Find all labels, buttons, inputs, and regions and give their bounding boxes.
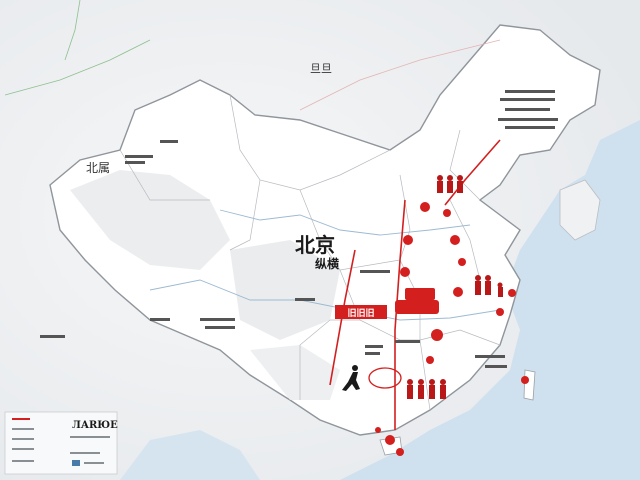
legend: ЛАRЮЕ xyxy=(4,411,118,475)
west-region-label: 北属 xyxy=(86,161,110,175)
person-figure-icon xyxy=(407,175,503,399)
terrain-shade-west xyxy=(70,170,230,270)
north-top-label: 旦旦 xyxy=(310,62,332,75)
marker-ring xyxy=(368,367,402,389)
route-tag-text: 旧旧旧 xyxy=(347,307,374,319)
beijing-label: 北京 xyxy=(295,233,335,257)
runner-figure-icon xyxy=(342,365,360,391)
rivers xyxy=(149,209,501,321)
china-outline xyxy=(49,24,601,436)
red-markers xyxy=(375,202,529,456)
korea-landmass xyxy=(559,179,601,241)
sea-south xyxy=(120,430,260,480)
taiwan-landmass xyxy=(523,369,536,401)
scribble-labels xyxy=(40,90,558,368)
red-routes xyxy=(329,139,501,430)
legend-title: ЛАRЮЕ xyxy=(72,420,118,431)
outer-route-lines xyxy=(4,0,501,111)
beijing-sub-label: 纵横 xyxy=(315,256,340,271)
terrain-shade-center xyxy=(230,240,340,340)
terrain-shade-south xyxy=(250,345,340,400)
route-tag: 旧旧旧 xyxy=(335,305,387,319)
